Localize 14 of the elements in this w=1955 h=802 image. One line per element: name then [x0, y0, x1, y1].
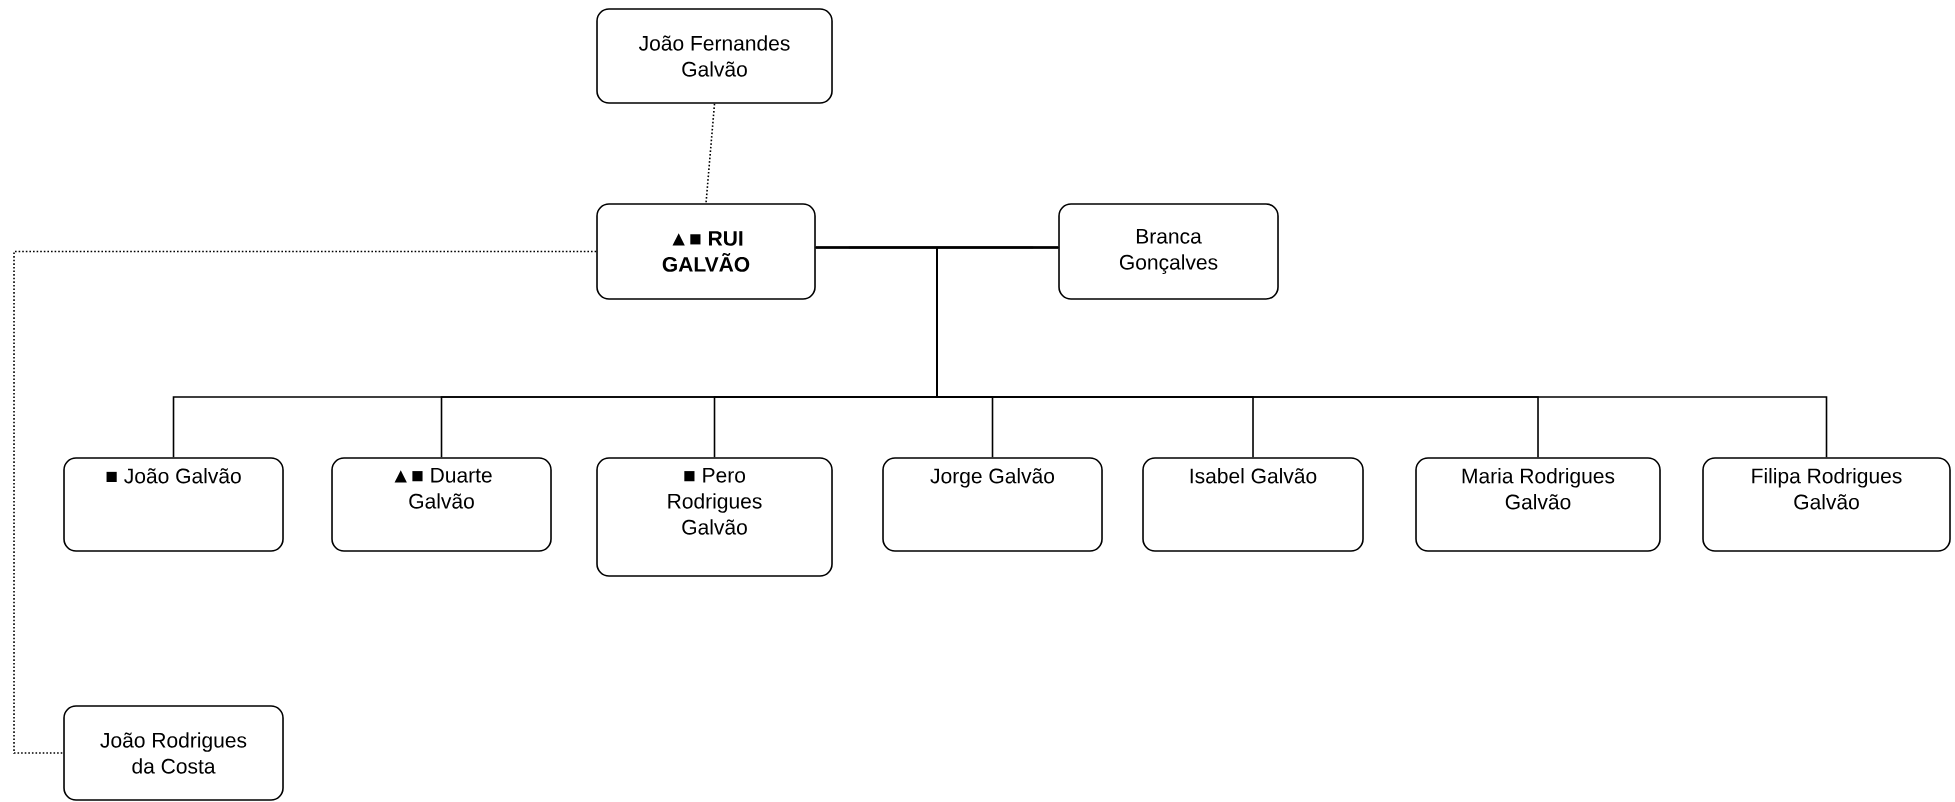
- person-box: ▲■ RUI GALVÃO: [596, 203, 816, 300]
- connector-line: [13, 250, 597, 754]
- person-box: Maria Rodrigues Galvão: [1415, 457, 1661, 552]
- person-box: Isabel Galvão: [1142, 457, 1364, 552]
- person-box: João Rodrigues da Costa: [63, 705, 284, 801]
- person-box: Filipa Rodrigues Galvão: [1702, 457, 1951, 552]
- person-box: Branca Gonçalves: [1058, 203, 1279, 300]
- descent-line: [815, 246, 1828, 458]
- connector-line: [705, 103, 716, 204]
- person-box: Jorge Galvão: [882, 457, 1103, 552]
- person-box: João Fernandes Galvão: [596, 8, 833, 104]
- person-box: ■ João Galvão: [63, 457, 284, 552]
- person-box: ▲■ Duarte Galvão: [331, 457, 552, 552]
- person-box: ■ Pero Rodrigues Galvão: [596, 457, 833, 577]
